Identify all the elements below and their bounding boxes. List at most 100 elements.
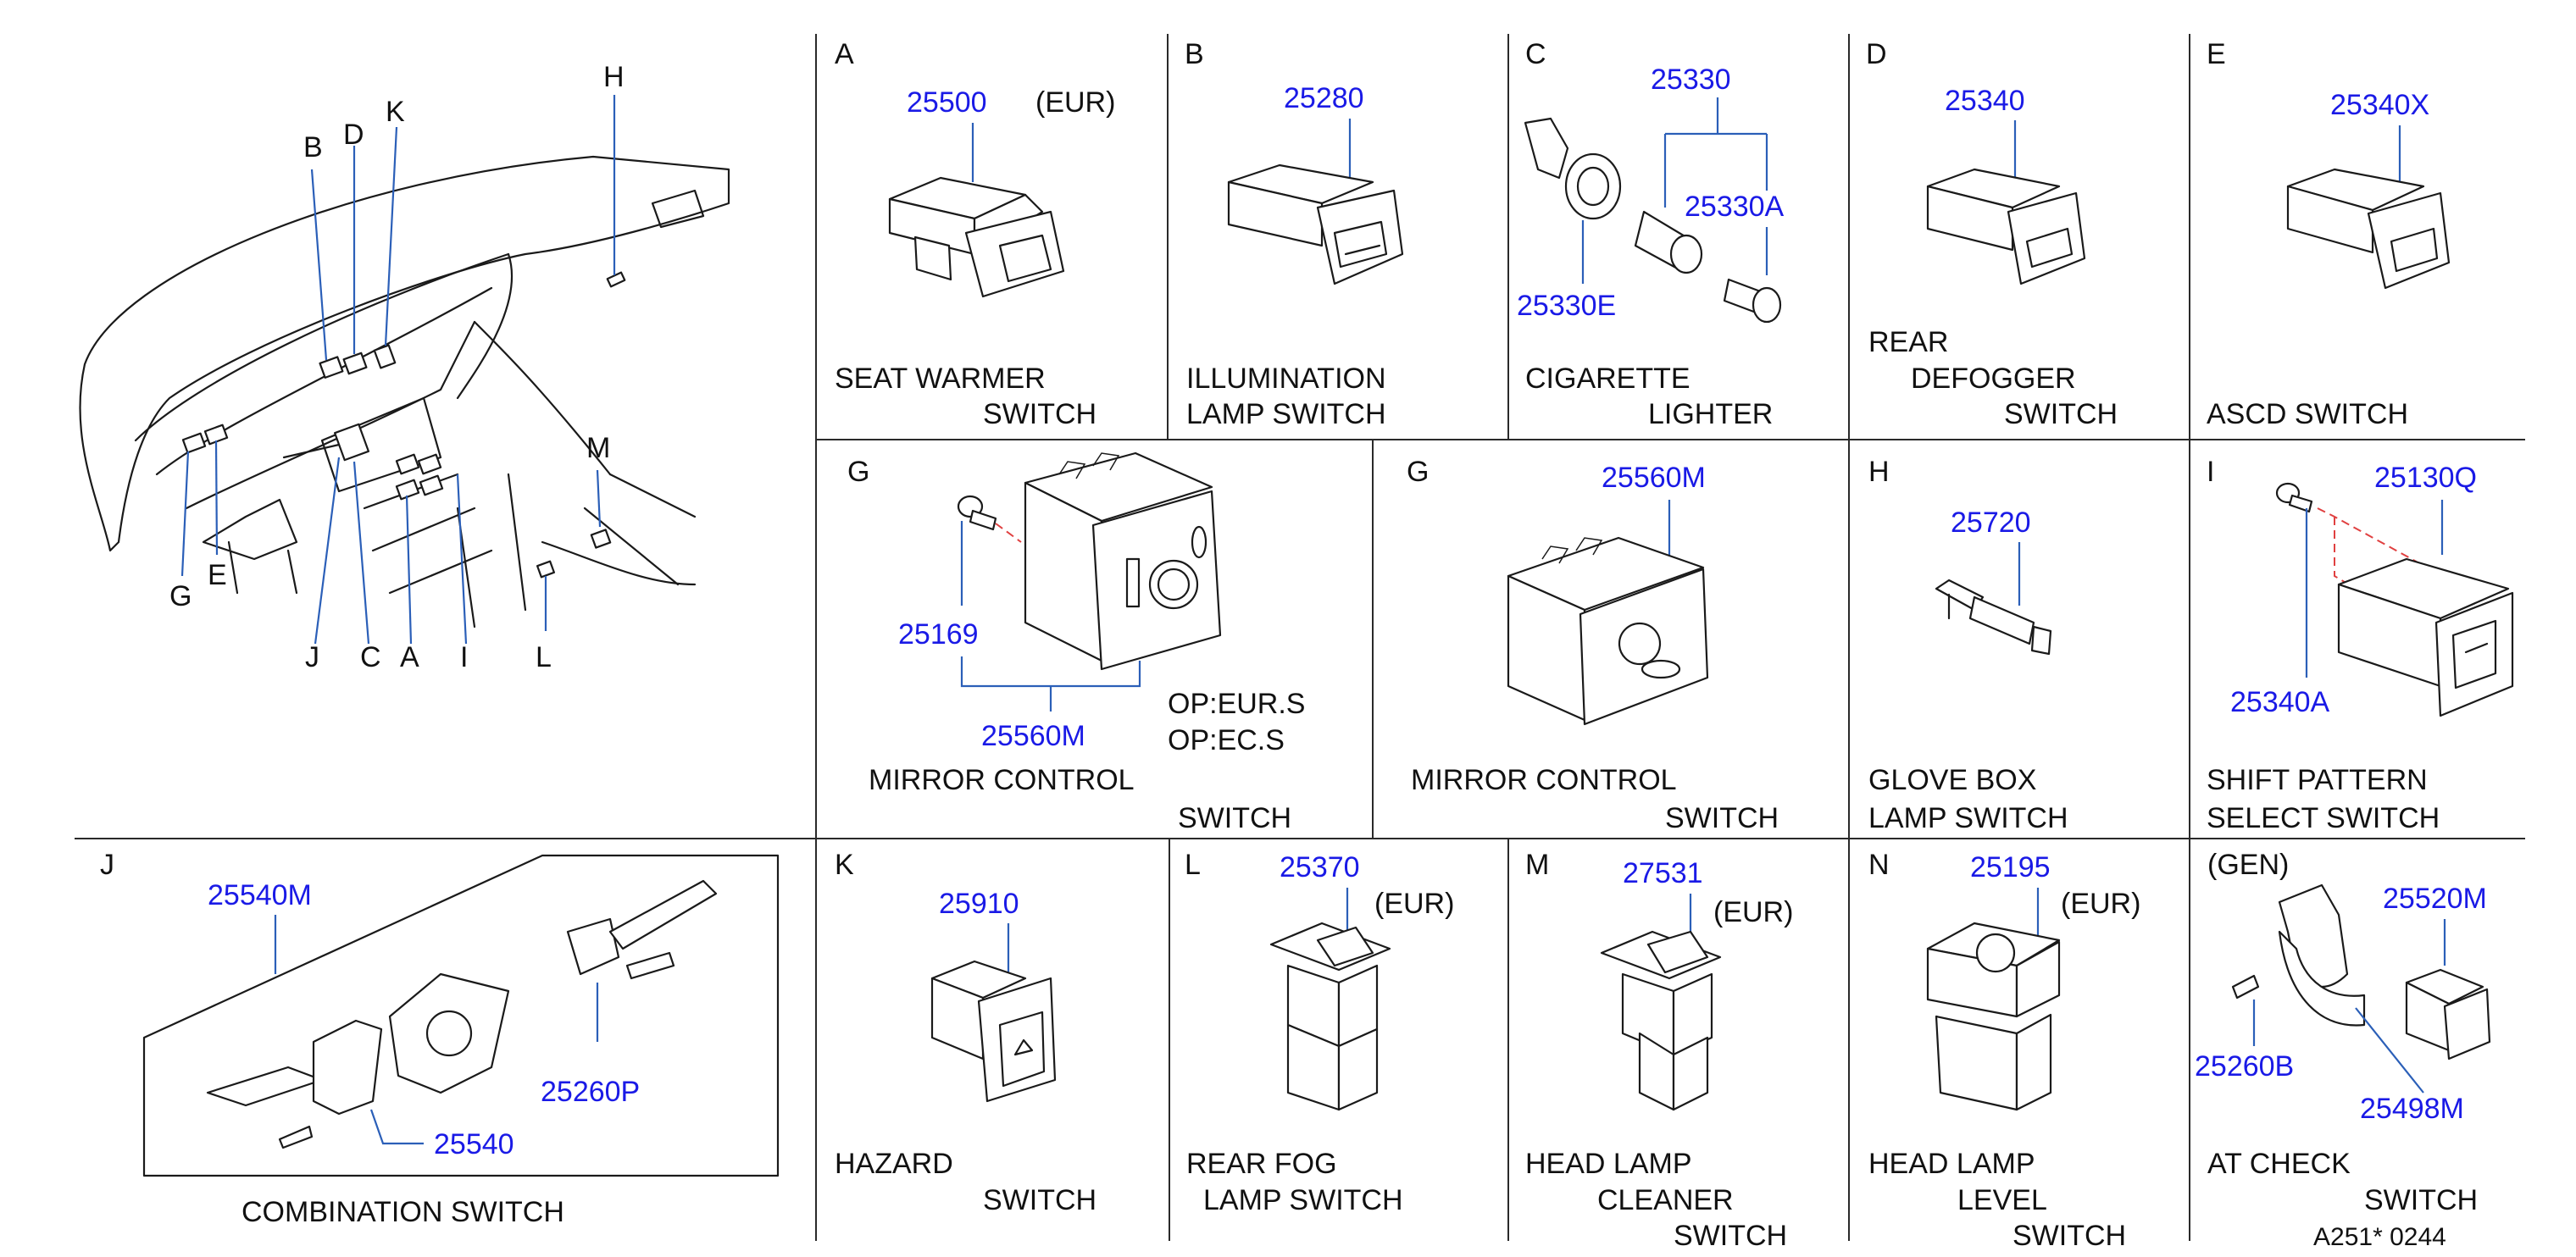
region-note: (EUR) — [1713, 896, 1793, 928]
panel-c: C 25330 25330A 25330E CIGARETTE LIGHTER — [1517, 38, 1785, 430]
overview-letter-c: C — [360, 641, 381, 673]
part-number: 25330A — [1685, 191, 1785, 223]
rear-defogger-switch-drawing — [1926, 168, 2086, 285]
caption-line-1: HAZARD — [835, 1148, 953, 1180]
part-number: 25330E — [1517, 290, 1616, 322]
caption-line-1: GLOVE BOX — [1868, 764, 2036, 796]
caption-line-2: CLEANER — [1597, 1184, 1734, 1216]
at-check-switch-drawing — [2231, 883, 2491, 1060]
panel-k: K 25910 HAZARD SWITCH — [835, 849, 1096, 1216]
panel-letter: L — [1185, 849, 1201, 881]
panel-letter: B — [1185, 38, 1204, 70]
combination-switch-drawing — [206, 879, 718, 1149]
part-number: 25330 — [1651, 64, 1731, 96]
part-number: 25340 — [1945, 85, 2025, 117]
panel-letter: N — [1868, 849, 1890, 881]
diagram-reference-code: A251* 0244 — [2313, 1223, 2446, 1251]
illumination-switch-drawing — [1227, 163, 1404, 285]
overview-letter-k: K — [386, 96, 405, 128]
panel-i: I 25130Q 25340A SHIFT PATTERN SELECT SWI… — [2207, 456, 2514, 834]
caption-line-1: HEAD LAMP — [1525, 1148, 1692, 1180]
caption-line-1: AT CHECK — [2207, 1148, 2351, 1180]
panel-b: B 25280 ILLUMINATION LAMP SWITCH — [1185, 38, 1404, 430]
overview-letter-a: A — [400, 641, 419, 673]
panel-g-1: G 25169 25560M OP:EUR.S OP:EC.S MIRROR C… — [847, 451, 1305, 834]
panel-l: L 25370 (EUR) REAR FOG LAMP SWITCH — [1185, 849, 1454, 1216]
overview-letter-d: D — [343, 119, 364, 151]
panel-letter: E — [2207, 38, 2226, 70]
panel-letter: M — [1525, 849, 1549, 881]
caption-line-1: CIGARETTE — [1525, 363, 1690, 395]
region-note: (EUR) — [2061, 888, 2140, 920]
caption-line-1: SEAT WARMER — [835, 363, 1046, 395]
glove-box-lamp-switch-drawing — [1935, 579, 2052, 656]
panel-gen: (GEN) 25520M 25260B 25498M AT CHECK SWIT… — [2195, 849, 2491, 1216]
head-lamp-cleaner-switch-drawing — [1600, 930, 1722, 1111]
part-number: 25260P — [541, 1076, 640, 1108]
panel-letter: A — [835, 38, 854, 70]
caption-line-1: MIRROR CONTROL — [1411, 764, 1677, 796]
op-note-1: OP:EUR.S — [1168, 688, 1305, 720]
overview-letter-m: M — [586, 432, 610, 464]
part-number: 27531 — [1623, 857, 1703, 889]
caption-line-2: SWITCH — [1178, 802, 1291, 834]
mirror-control-switch-drawing — [1024, 451, 1222, 671]
overview-letters: B D K H M G E J C A I L — [169, 61, 625, 673]
part-number: 25340X — [2330, 89, 2429, 121]
grid-lines — [75, 34, 2525, 1241]
dashboard-overview-illustration — [79, 95, 730, 645]
panel-n: N 25195 (EUR) HEAD LAMP LEVEL SWITCH — [1868, 849, 2140, 1252]
panel-letter: D — [1866, 38, 1887, 70]
panel-letter: J — [100, 849, 114, 881]
part-number: 25260B — [2195, 1050, 2294, 1083]
part-number: 25130Q — [2374, 462, 2477, 494]
panel-letter: G — [847, 456, 869, 488]
bolt-drawing — [957, 495, 997, 531]
head-lamp-level-switch-drawing — [1926, 922, 2061, 1111]
overview-letter-l: L — [536, 641, 552, 673]
overview-letter-h: H — [603, 61, 625, 93]
ascd-switch-drawing — [2286, 168, 2451, 290]
panel-m: M 27531 (EUR) HEAD LAMP CLEANER SWITCH — [1525, 849, 1793, 1252]
part-number: 25280 — [1284, 82, 1364, 114]
overview-letter-j: J — [305, 641, 319, 673]
panel-letter: (GEN) — [2207, 849, 2289, 881]
caption-line-2: SWITCH — [983, 1184, 1096, 1216]
caption-line-3: SWITCH — [2004, 398, 2118, 430]
caption-line-2: SWITCH — [983, 398, 1096, 430]
panel-a: A 25500 (EUR) SEAT WARMER SWITCH — [835, 38, 1115, 430]
part-number: 25195 — [1970, 851, 2051, 883]
part-number: 25540M — [208, 879, 312, 911]
caption-line-3: SWITCH — [1674, 1220, 1787, 1252]
caption-line-2: LEVEL — [1957, 1184, 2047, 1216]
caption-line-1: REAR — [1868, 326, 1948, 358]
region-note: (EUR) — [1035, 86, 1115, 119]
part-number: 25910 — [939, 888, 1019, 920]
caption-line-2: DEFOGGER — [1911, 363, 2076, 395]
part-number: 25498M — [2360, 1093, 2464, 1125]
part-number: 25500 — [907, 86, 987, 119]
overview-letter-g: G — [169, 580, 192, 612]
rear-fog-switch-drawing — [1269, 922, 1391, 1111]
caption-line-1: ASCD SWITCH — [2207, 398, 2408, 430]
mirror-control-switch-drawing — [1507, 536, 1709, 726]
cigarette-lighter-drawing — [1524, 117, 1782, 324]
caption-line-2: SWITCH — [2364, 1184, 2478, 1216]
part-number: 25560M — [1602, 462, 1706, 494]
panel-letter: H — [1868, 456, 1890, 488]
panel-letter: C — [1525, 38, 1546, 70]
panel-g-2: G 25560M MIRROR CONTROL SWITCH — [1407, 456, 1779, 834]
panel-e: E 25340X ASCD SWITCH — [2207, 38, 2451, 430]
region-note: (EUR) — [1374, 888, 1454, 920]
panel-letter: G — [1407, 456, 1429, 488]
part-number: 25370 — [1280, 851, 1360, 883]
panel-letter: I — [2207, 456, 2214, 488]
part-number: 25560M — [981, 720, 1085, 752]
caption-line-1: MIRROR CONTROL — [869, 764, 1135, 796]
seat-warmer-switch-drawing — [888, 176, 1065, 298]
caption-line-2: SWITCH — [1665, 802, 1779, 834]
shift-pattern-switch-drawing — [2337, 557, 2514, 717]
caption-line-1: REAR FOG — [1186, 1148, 1337, 1180]
part-number: 25540 — [434, 1128, 514, 1160]
